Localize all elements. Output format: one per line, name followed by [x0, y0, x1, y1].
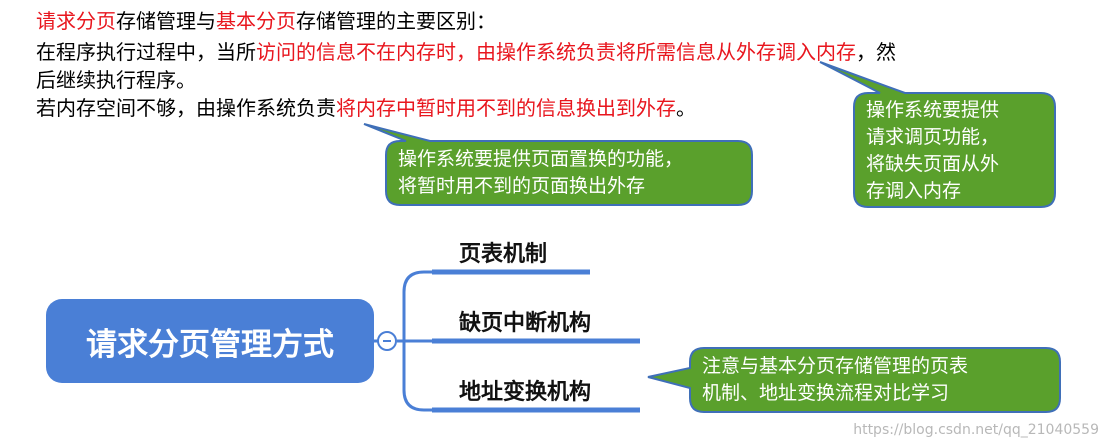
callout-note: 注意与基本分页存储管理的页表 机制、地址变换流程对比学习 — [702, 353, 968, 407]
branch-address-translation[interactable]: 地址变换机构 — [459, 380, 592, 405]
para1-text: 在程序执行过程中，当所 — [36, 40, 256, 64]
callout-request-bubble — [819, 61, 1056, 208]
callout-note-bubble — [647, 347, 1061, 413]
callout-replace-line1: 操作系统要提供页面置换的功能， — [398, 148, 684, 170]
para1-highlight: 访问的信息不在内存时，由操作系统负责将所需信息从外存调入内存 — [256, 40, 856, 64]
callout-request-line1: 操作系统要提供 — [866, 99, 1000, 121]
callout-request-line3: 将缺失页面从外 — [866, 153, 1000, 175]
para2-highlight: 将内存中暂时用不到的信息换出到外存 — [336, 96, 676, 120]
collapse-toggle-icon[interactable] — [377, 331, 397, 351]
callout-request-line2: 请求调页功能， — [866, 126, 1000, 148]
branch-page-fault-interrupt[interactable]: 缺页中断机构 — [459, 311, 592, 336]
heading-highlight-basic: 基本分页 — [216, 9, 296, 33]
callout-note-line1: 注意与基本分页存储管理的页表 — [702, 355, 969, 377]
callout-replace-line2: 将暂时用不到的页面换出外存 — [398, 175, 646, 197]
callout-replace-bubble — [363, 123, 753, 206]
para2-line: 若内存空间不够，由操作系统负责将内存中暂时用不到的信息换出到外存。 — [36, 94, 696, 122]
connector-to-branch-3 — [402, 341, 432, 412]
callout-replace: 操作系统要提供页面置换的功能， 将暂时用不到的页面换出外存 — [398, 146, 683, 200]
heading-text-end: 存储管理的主要区别： — [296, 9, 496, 33]
para1-line1: 在程序执行过程中，当所访问的信息不在内存时，由操作系统负责将所需信息从外存调入内… — [36, 38, 896, 66]
callout-note-line2: 机制、地址变换流程对比学习 — [702, 382, 950, 404]
branch-page-table[interactable]: 页表机制 — [459, 242, 548, 267]
para2-text-end: 。 — [676, 96, 696, 120]
heading-line: 请求分页存储管理与基本分页存储管理的主要区别： — [36, 7, 496, 35]
callout-request: 操作系统要提供 请求调页功能， 将缺失页面从外 存调入内存 — [866, 97, 999, 205]
callout-request-line4: 存调入内存 — [866, 180, 962, 202]
para1-line2: 后继续执行程序。 — [36, 68, 196, 92]
connector-to-branch-1 — [397, 270, 432, 343]
para1-text-end: ，然 — [856, 40, 896, 64]
heading-highlight-request: 请求分页 — [36, 9, 116, 33]
heading-text: 存储管理与 — [116, 9, 216, 33]
watermark: https://blog.csdn.net/qq_21040559 — [853, 422, 1099, 438]
central-topic[interactable]: 请求分页管理方式 — [46, 299, 374, 383]
para2-text: 若内存空间不够，由操作系统负责 — [36, 96, 336, 120]
